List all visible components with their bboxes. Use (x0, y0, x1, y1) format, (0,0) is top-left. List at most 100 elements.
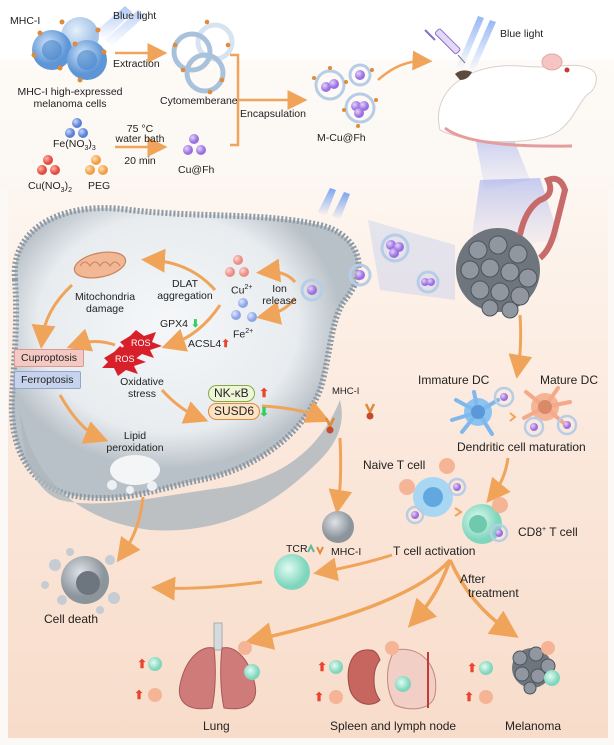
lipid-peroxidation-blebs-icon (107, 455, 160, 494)
membrane-mhc-label: MHC-I (332, 386, 360, 397)
ros-label-2: ROS (115, 354, 135, 364)
oxidative-stress-label: Oxidative stress (112, 376, 172, 400)
cuproptosis-box: Cuproptosis (14, 349, 85, 367)
injection-arrow (377, 50, 433, 81)
mouse-blue-light-label: Blue light (500, 28, 544, 40)
mito-to-death-arrow (31, 283, 74, 349)
ion-to-ros-arrow (161, 304, 222, 352)
fe-nitrate-label: Fe(NO3)3 (53, 138, 96, 155)
immature-dc-icon (450, 390, 500, 436)
mhc-tcr-binding-icon (307, 543, 324, 556)
lipid-line1: Lipid (123, 430, 147, 442)
dc-maturation-label: Dendritic cell maturation (457, 440, 586, 454)
ferroptosis-to-lipid-arrow (58, 394, 109, 444)
fe-nitrate-sub2: 3 (91, 145, 96, 153)
mcufh-nanoparticles-icon (312, 63, 378, 128)
lipid-peroxidation-label: Lipid peroxidation (100, 430, 170, 454)
susd6-down-arrow-icon: ⬇ (259, 405, 270, 419)
dc-to-t-cell-arrow (486, 457, 511, 503)
spleen-dc-increase-icon: ⬆ (314, 690, 325, 704)
naive-t-cell-icon (413, 477, 453, 517)
cell-death-label: Cell death (44, 612, 99, 626)
kidney-spleen-icon (347, 648, 437, 710)
cu-ion-spheres-icon (225, 255, 249, 277)
mature-dc-label: Mature DC (540, 373, 599, 387)
organ-immune-cells-icon (148, 641, 560, 704)
ferroptosis-box: Ferroptosis (14, 371, 81, 389)
cu-nitrate-close: ) (64, 180, 69, 192)
to-melanoma-arrow (448, 559, 519, 638)
tumor-to-dc-arrow (508, 314, 533, 379)
lipid-to-death-arrow (116, 496, 145, 563)
blood-vessel-icon (517, 175, 569, 261)
mitochondria-damage-label: Mitochondria damage (70, 291, 140, 315)
acsl4-up-arrow-icon: ⬆ (221, 338, 231, 350)
cytomembrane-icon (171, 19, 235, 95)
antigen-presenting-tumor-cell (322, 511, 354, 543)
tumor-mass-icon (456, 228, 540, 319)
lung-dc-increase-icon: ⬆ (134, 688, 145, 702)
after-line1: After (460, 572, 486, 586)
tumor-cell-body (8, 205, 362, 531)
cufh-spheres-icon (183, 134, 206, 155)
dc-nanoparticles-icon (493, 386, 578, 438)
cd8-sup: + (542, 526, 547, 533)
dlat-aggregation-label: DLAT aggregation (150, 278, 220, 302)
ion-release-line1: Ion (272, 283, 287, 295)
mito-line1: Mitochondria (74, 291, 136, 303)
cu-nitrate-label: Cu(NO3)2 (28, 180, 72, 197)
blue-light-beam-tumor (368, 220, 455, 300)
ion-release-arrow-cu (256, 258, 297, 284)
fe-nitrate-close: ) (88, 138, 92, 150)
fe-ion-text: Fe (233, 328, 246, 341)
cd8-text: CD8 (518, 525, 543, 539)
dying-cell-icon (41, 548, 120, 614)
mito-line2: damage (86, 303, 124, 315)
mitochondria-icon (73, 251, 127, 279)
circulating-nanoparticles-icon (348, 233, 440, 294)
ros-burst-icon (102, 330, 162, 376)
after-treatment-label: After treatment (460, 572, 519, 600)
tcr-label: TCR (286, 543, 308, 555)
gpx4-text: GPX4 (160, 318, 189, 330)
mouse-blue-light-icon (456, 16, 496, 72)
syringe-icon (424, 28, 466, 64)
fe-ion-label: Fe2+ (233, 326, 253, 341)
gpx4-down-arrow-icon: ⬇ (190, 318, 200, 330)
susd6-pill: SUSD6 (208, 403, 261, 420)
dlat-line2: aggregation (157, 290, 213, 302)
acsl4-label: ACSL4⬆ (188, 338, 230, 350)
cu-nitrate-sub: 3 (60, 187, 65, 195)
oxidative-line2: stress (127, 388, 156, 400)
lung-t-cell-increase-icon: ⬆ (137, 657, 148, 671)
cd8-t-cell-label: CD8+ T cell (518, 523, 578, 539)
mcufh-label: M-Cu@Fh (317, 132, 366, 144)
fe-nitrate-text: Fe(NO (53, 138, 85, 150)
susd6-to-mhc-arrow (261, 400, 331, 423)
peg-spheres-icon (85, 155, 108, 175)
ros-to-cuproptosis-arrow (66, 328, 116, 352)
ion-release-label: Ion release (257, 283, 302, 307)
activation-to-t-cell-arrow (313, 553, 393, 582)
water-bath-label: water bath (115, 133, 165, 145)
cu-nitrate-text: Cu(NO (28, 180, 61, 192)
cd8-t-cell-icon (462, 497, 509, 544)
nkkb-pill: NK-κB (208, 385, 255, 402)
melanoma-tumor-icon (512, 646, 556, 695)
acsl4-text: ACSL4 (188, 338, 222, 350)
cu-ion-label: Cu2+ (231, 282, 252, 297)
gpx4-label: GPX4 ⬇ (160, 318, 200, 330)
mhc-i-binding-label: MHC-I (331, 546, 362, 558)
encapsulation-label: Encapsulation (240, 108, 306, 120)
mhc-membrane-receptor-icon (324, 403, 376, 434)
immature-dc-label: Immature DC (418, 373, 490, 387)
ros-label-1: ROS (131, 338, 151, 348)
melanoma-cells-label-line1: MHC-I high-expressed (17, 86, 123, 98)
dlat-line1: DLAT (171, 278, 199, 290)
mhc-to-presenting-cell-arrow (328, 437, 353, 514)
melanoma-cells-label-line2: melanoma cells (33, 98, 107, 110)
cu-ion-charge: 2+ (244, 284, 253, 291)
mouse-icon (438, 53, 597, 148)
melanoma-t-cell-increase-icon: ⬆ (467, 661, 478, 675)
